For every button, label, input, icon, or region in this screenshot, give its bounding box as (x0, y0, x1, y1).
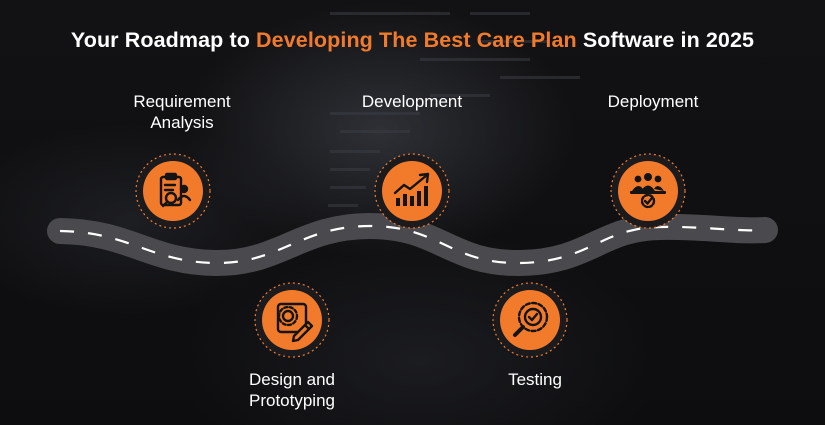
stage-label-testing: Testing (465, 369, 605, 390)
stage-label-line1: Design and (248, 370, 335, 389)
stage-label-line2: Analysis (150, 113, 214, 132)
title-highlight: Developing The Best Care Plan (256, 28, 577, 52)
stage-label-line2: Prototyping (249, 391, 335, 410)
stage-label-line1: Testing (508, 370, 562, 389)
stage-label-development: Development (342, 91, 482, 112)
team-gear-icon (610, 153, 686, 229)
gear-pencil-icon (254, 282, 330, 358)
road-surface (47, 212, 778, 277)
stage-label-requirement-analysis: Requirement Analysis (112, 91, 252, 133)
stage-label-line1: Deployment (607, 92, 699, 111)
clipboard-magnifier-icon (135, 153, 211, 229)
stage-label-line1: Requirement (133, 92, 231, 111)
stage-label-deployment: Deployment (583, 91, 723, 112)
page-title: Your Roadmap to Developing The Best Care… (0, 28, 825, 53)
road-center-line (59, 224, 766, 265)
gear-magnifier-check-icon (492, 282, 568, 358)
title-suffix: Software in 2025 (576, 28, 755, 52)
stage-label-line1: Development (361, 92, 463, 111)
growth-chart-icon (374, 153, 450, 229)
title-prefix: Your Roadmap to (70, 28, 257, 52)
stage-label-design-and-prototyping: Design and Prototyping (222, 369, 362, 411)
